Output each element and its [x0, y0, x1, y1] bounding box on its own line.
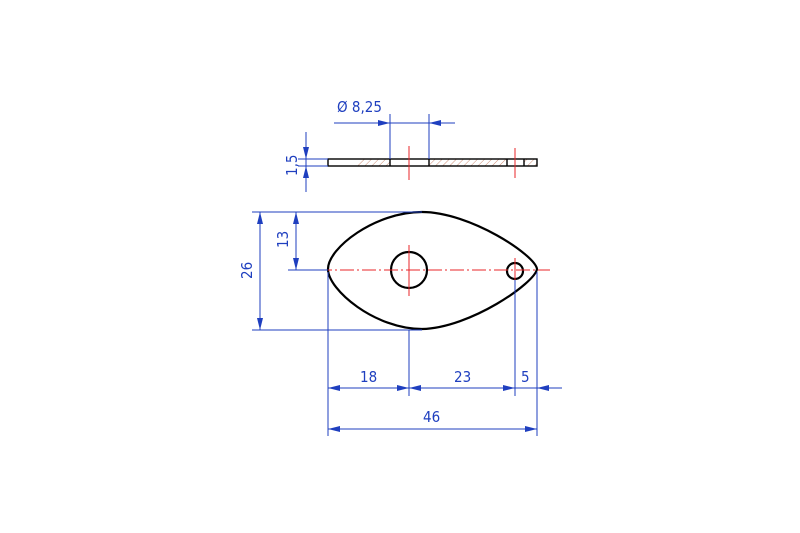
dim-total-length: 46: [328, 408, 537, 432]
section-outline: [327, 158, 538, 167]
plate-outline: [326, 210, 539, 331]
dim-hole-diameter: Ø 8,25: [334, 98, 455, 159]
dim-label-half-height: 13: [274, 231, 292, 248]
dim-label-total-height: 26: [238, 262, 256, 279]
arrow: [429, 120, 441, 126]
dim-total-height: 26: [238, 211, 422, 331]
arrow: [409, 385, 421, 391]
plan-view: [318, 210, 550, 331]
arrow: [328, 426, 340, 432]
dim-label-total-length: 46: [423, 408, 440, 426]
arrow: [503, 385, 515, 391]
arrow: [293, 258, 299, 270]
dim-chain: 18 23 5: [328, 368, 562, 391]
section-hatch-right: [429, 159, 507, 166]
arrow: [328, 385, 340, 391]
arrow: [257, 212, 263, 224]
arrow: [537, 385, 549, 391]
dim-label-center-to-small-hole: 23: [454, 368, 471, 386]
dim-label-thickness: 1,5: [283, 155, 301, 176]
dim-label-small-hole-to-edge: 5: [521, 368, 530, 386]
arrow: [293, 212, 299, 224]
arrow: [257, 318, 263, 330]
arrow: [378, 120, 390, 126]
bottom-extension-lines: [327, 272, 538, 436]
dim-label-left-to-center: 18: [360, 368, 377, 386]
dim-thickness: 1,5: [283, 132, 328, 192]
dim-half-height: 13: [274, 212, 328, 271]
section-view: [327, 146, 538, 180]
arrow: [303, 147, 309, 159]
dim-label-hole-diameter: Ø 8,25: [337, 98, 382, 116]
arrow: [303, 166, 309, 178]
section-hatch-end: [524, 159, 537, 166]
section-hatch-left: [358, 159, 390, 166]
arrow: [525, 426, 537, 432]
arrow: [397, 385, 409, 391]
